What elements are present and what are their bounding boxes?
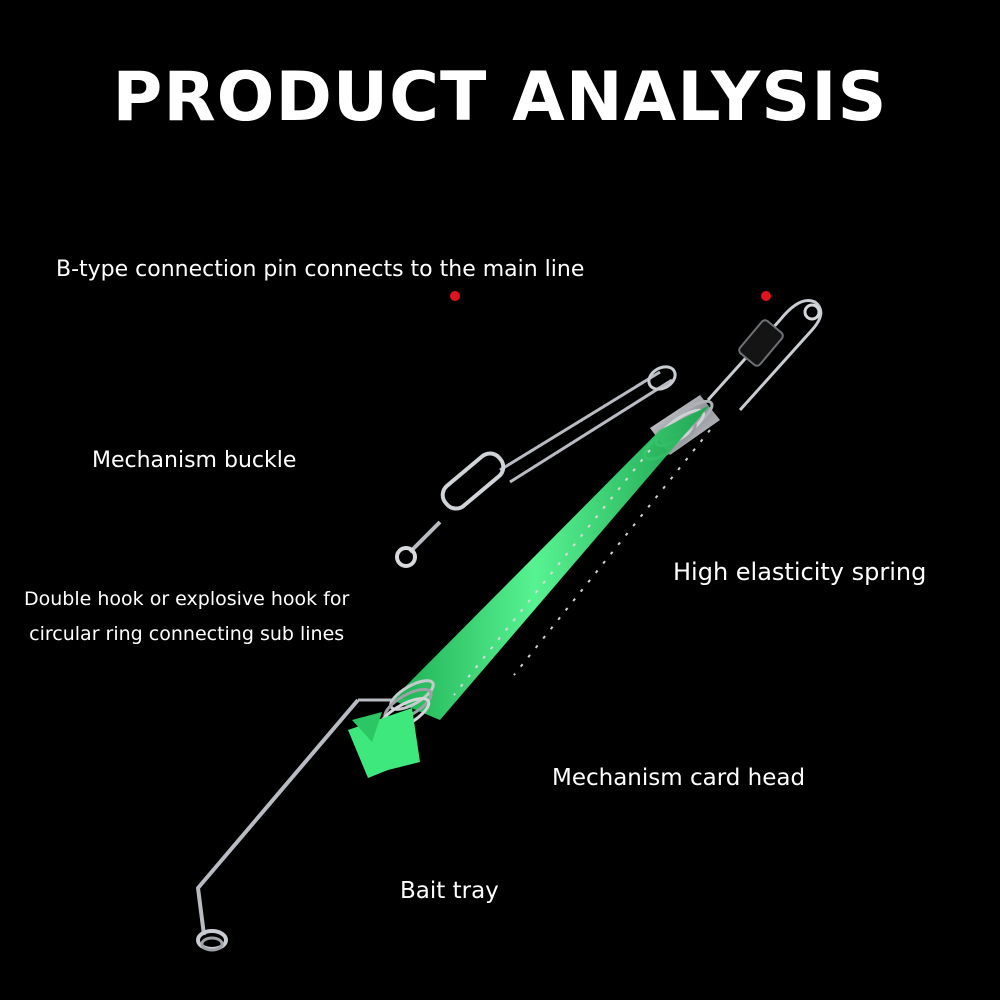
bait-tray-wire — [196, 698, 410, 952]
callout-dot-right — [761, 291, 771, 301]
label-card-head: Mechanism card head — [552, 765, 806, 791]
label-hook-line1: Double hook or explosive hook for — [24, 588, 350, 610]
label-mechanism-buckle: Mechanism buckle — [92, 448, 297, 473]
connection-pin — [706, 299, 823, 412]
callout-dot-left — [450, 291, 460, 301]
label-connection-pin: B-type connection pin connects to the ma… — [56, 257, 585, 282]
mechanism-buckle — [395, 365, 677, 568]
label-bait-tray: Bait tray — [400, 878, 499, 904]
callout-lines — [225, 291, 771, 894]
card-head — [348, 708, 420, 778]
label-hook-line2: circular ring connecting sub lines — [29, 623, 345, 645]
label-hook: Double hook or explosive hook for circul… — [24, 582, 349, 652]
green-spring-body — [392, 405, 711, 720]
page-title: PRODUCT ANALYSIS — [112, 58, 888, 137]
label-spring: High elasticity spring — [673, 558, 927, 586]
